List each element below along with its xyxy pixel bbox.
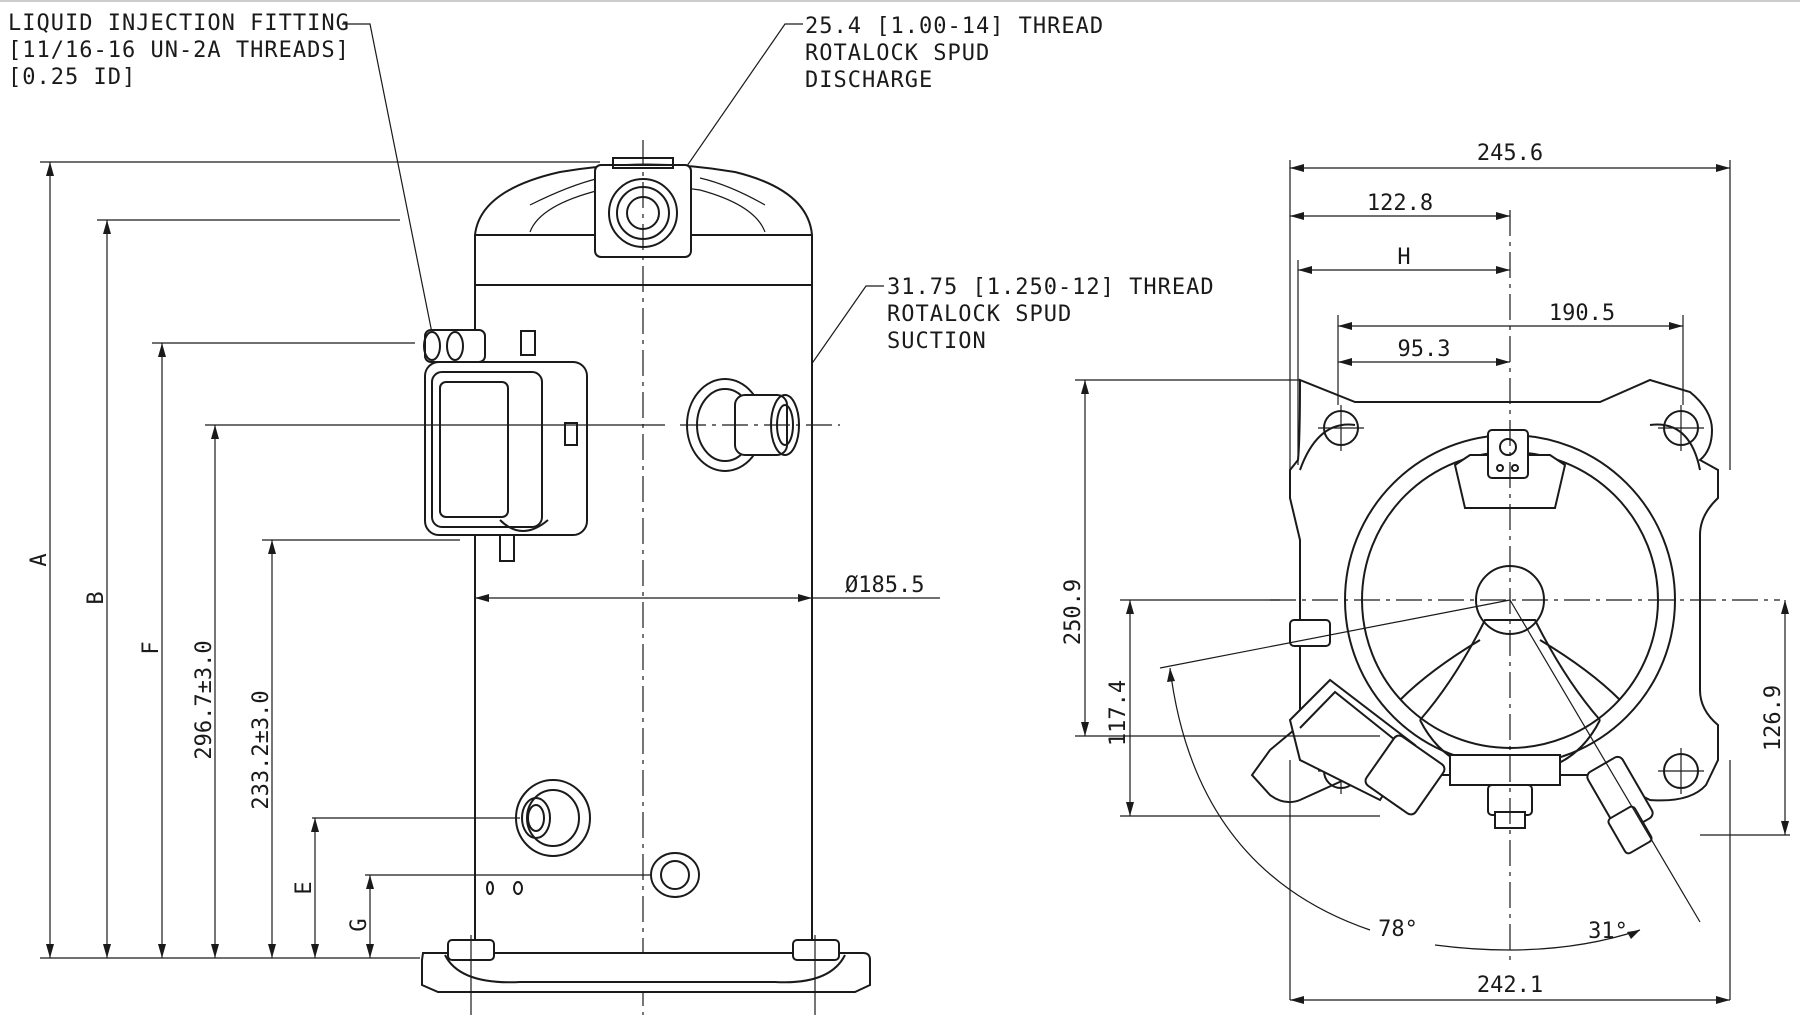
leader-line xyxy=(342,23,434,339)
callout-suction-line-2: ROTALOCK SPUD xyxy=(887,302,1072,327)
dim-label-296-7: 296.7±3.0 xyxy=(192,640,217,759)
dim-arc-31 xyxy=(1434,929,1641,951)
leader-line xyxy=(789,285,884,396)
oil-fitting xyxy=(515,779,591,857)
callout-discharge-line-3: DISCHARGE xyxy=(805,68,933,93)
dim-label-diameter: Ø185.5 xyxy=(845,573,924,598)
discharge-fitting xyxy=(594,157,692,258)
callout-suction-line-3: SUCTION xyxy=(887,329,987,354)
leader-line xyxy=(659,23,803,206)
dim-label-117-4: 117.4 xyxy=(1106,680,1131,746)
schrader-fitting xyxy=(486,852,700,898)
callout-discharge-line-2: ROTALOCK SPUD xyxy=(805,41,990,66)
dim-label-H: H xyxy=(1397,245,1410,270)
callout-liquid-injection: LIQUID INJECTION FITTING [11/16-16 UN-2A… xyxy=(8,11,434,339)
callout-liquid-line-2: [11/16-16 UN-2A THREADS] xyxy=(8,38,350,63)
side-view: A B F 296.7±3.0 233.2±3.0 E G Ø185.5 xyxy=(27,140,940,1015)
dim-label-F: F xyxy=(139,641,164,654)
top-view: 245.6 122.8 H 190.5 95.3 250.9 117.4 126… xyxy=(1061,141,1790,1004)
dim-label-190-5: 190.5 xyxy=(1549,301,1615,326)
top-liquid-injection xyxy=(1289,619,1331,647)
dim-label-G: G xyxy=(347,918,372,931)
dim-label-245-6: 245.6 xyxy=(1477,141,1543,166)
callout-discharge: 25.4 [1.00-14] THREAD ROTALOCK SPUD DISC… xyxy=(659,14,1104,206)
callout-suction-line-1: 31.75 [1.250-12] THREAD xyxy=(887,275,1215,300)
dim-label-A: A xyxy=(27,553,52,566)
dim-label-78: 78° xyxy=(1378,917,1418,942)
dim-arc-78 xyxy=(1169,667,1371,931)
terminal-box xyxy=(424,330,588,562)
callout-liquid-line-3: [0.25 ID] xyxy=(8,65,136,90)
dim-label-122-8: 122.8 xyxy=(1367,191,1433,216)
dim-label-E: E xyxy=(292,881,317,894)
top-terminal-box xyxy=(1288,678,1446,816)
dim-label-250-9: 250.9 xyxy=(1061,579,1086,645)
callout-liquid-line-1: LIQUID INJECTION FITTING xyxy=(8,11,350,36)
callout-suction: 31.75 [1.250-12] THREAD ROTALOCK SPUD SU… xyxy=(789,275,1215,396)
dim-label-242-1: 242.1 xyxy=(1477,973,1543,998)
callout-discharge-line-1: 25.4 [1.00-14] THREAD xyxy=(805,14,1104,39)
dim-label-B: B xyxy=(84,591,109,604)
base-plate xyxy=(421,935,871,1015)
liquid-injection-fitting xyxy=(423,329,486,363)
side-dimensions: A B F 296.7±3.0 233.2±3.0 E G Ø185.5 xyxy=(27,161,940,959)
dim-label-31: 31° xyxy=(1588,919,1628,944)
dim-label-233-2: 233.2±3.0 xyxy=(249,690,274,809)
dim-label-126-9: 126.9 xyxy=(1761,685,1786,751)
dim-label-95-3: 95.3 xyxy=(1398,337,1451,362)
